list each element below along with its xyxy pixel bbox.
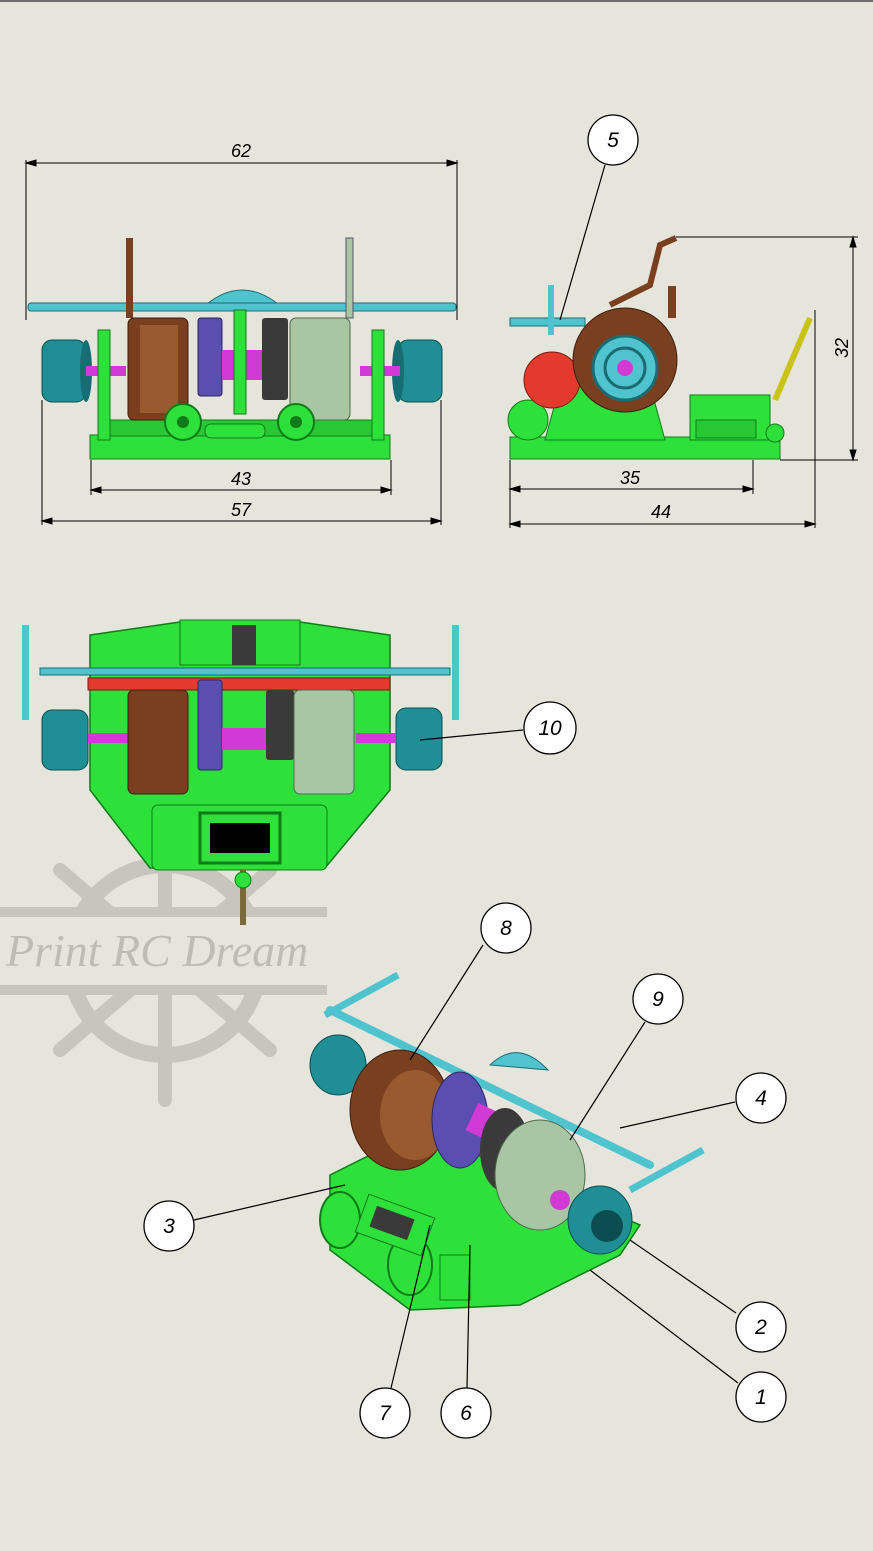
- balloon-5: 5: [587, 114, 639, 166]
- isometric-view: [309, 971, 705, 1311]
- balloon-1: 1: [735, 1371, 787, 1423]
- watermark-logo: Print RC Dream: [0, 828, 327, 1107]
- top-view: [22, 619, 459, 925]
- dimension-label-62: 62: [231, 141, 251, 161]
- balloon-label-4: 4: [755, 1087, 767, 1110]
- balloon-8: 8: [480, 902, 532, 954]
- side-view: 32 35 44: [507, 235, 858, 528]
- front-view: 62: [24, 141, 459, 525]
- watermark-text: Print RC Dream: [5, 925, 308, 976]
- dimension-35: [508, 460, 755, 528]
- dimension-32: [676, 235, 858, 462]
- balloon-label-7: 7: [379, 1402, 392, 1425]
- dimension-44: [508, 310, 817, 528]
- balloon-2: 2: [735, 1301, 787, 1353]
- balloon-label-1: 1: [755, 1386, 767, 1409]
- dimension-label-35: 35: [620, 468, 641, 488]
- balloon-label-2: 2: [754, 1316, 767, 1339]
- balloon-label-8: 8: [500, 917, 512, 940]
- leader-lines: [193, 164, 739, 1389]
- balloon-label-6: 6: [460, 1402, 472, 1425]
- dimension-label-43: 43: [231, 469, 251, 489]
- balloon-10: 10: [523, 701, 577, 755]
- dimension-label-57: 57: [231, 500, 252, 520]
- dimension-62: [24, 159, 459, 320]
- balloon-label-5: 5: [607, 129, 619, 152]
- dimension-57: [40, 400, 443, 525]
- balloon-6: 6: [440, 1387, 492, 1439]
- balloon-7: 7: [359, 1387, 411, 1439]
- dimension-43: [89, 460, 393, 495]
- balloon-4: 4: [735, 1072, 787, 1124]
- balloon-label-3: 3: [163, 1215, 175, 1238]
- dimension-label-32: 32: [832, 338, 852, 358]
- balloon-9: 9: [632, 973, 684, 1025]
- balloon-label-9: 9: [652, 988, 664, 1011]
- balloon-label-10: 10: [538, 717, 562, 740]
- dimension-label-44: 44: [651, 502, 671, 522]
- balloon-3: 3: [143, 1200, 195, 1252]
